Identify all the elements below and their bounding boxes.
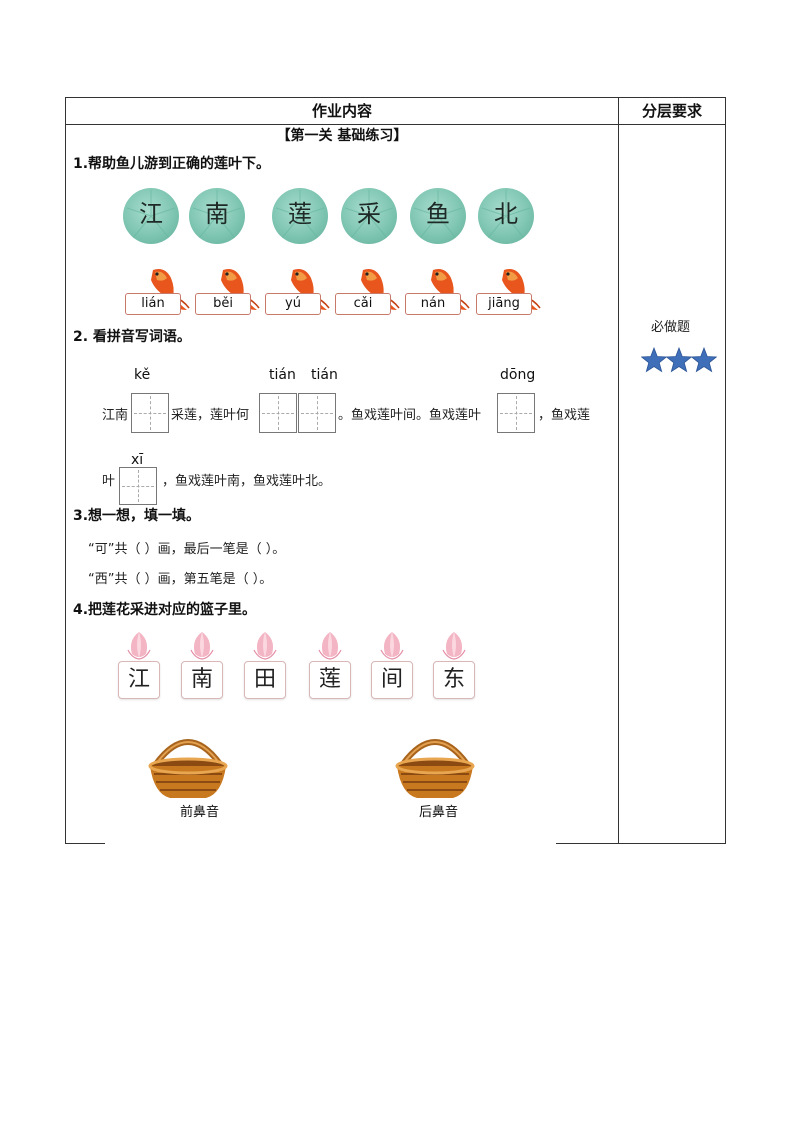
header-content: 作业内容 xyxy=(311,102,372,120)
leaf-character: 南 xyxy=(205,200,229,228)
lotus-leaf[interactable]: 北 xyxy=(478,188,534,244)
writing-box-tian-2[interactable] xyxy=(298,393,336,433)
leaf-vein-icon xyxy=(413,190,463,239)
basket-icon-front[interactable] xyxy=(146,726,230,802)
lotus-bud-icon xyxy=(380,632,404,660)
question-3-line-1: “可”共（ ）画，最后一笔是（ ）。 xyxy=(88,542,286,557)
leaf-character: 莲 xyxy=(288,200,312,228)
lotus-bud-icon xyxy=(190,632,214,660)
lotus-flower-card[interactable]: 东 xyxy=(433,661,475,699)
header-bottom-border xyxy=(65,124,726,125)
pinyin-tian-2: tián xyxy=(311,367,338,383)
pinyin-xi: xī xyxy=(131,452,144,468)
question-1-title: 1.帮助鱼儿游到正确的莲叶下。 xyxy=(73,156,271,172)
lotus-bud-icon xyxy=(127,632,151,660)
leaf-vein-icon xyxy=(192,190,242,239)
requirement-label: 必做题 xyxy=(651,320,691,335)
poem-text-3: 。鱼戏莲叶间。鱼戏莲叶 xyxy=(338,408,482,423)
table-top-border xyxy=(65,97,726,98)
table-bottom-border-right xyxy=(556,843,726,844)
star-icon xyxy=(690,346,717,373)
leaf-vein-icon xyxy=(481,190,531,239)
table-left-border xyxy=(65,97,66,844)
star-icon xyxy=(641,346,668,373)
basket-label-back: 后鼻音 xyxy=(419,805,459,820)
star-icon xyxy=(665,346,693,373)
pinyin-ke: kě xyxy=(134,367,151,383)
poem-text-6: ，鱼戏莲叶南，鱼戏莲叶北。 xyxy=(162,474,332,489)
lotus-bud-icon xyxy=(442,632,466,660)
writing-box-ke[interactable] xyxy=(131,393,169,433)
lotus-leaf[interactable]: 江 xyxy=(123,188,179,244)
section-title: 【第一关 基础练习】 xyxy=(276,128,408,144)
leaf-vein-icon xyxy=(126,190,176,239)
lotus-flower-card[interactable]: 南 xyxy=(181,661,223,699)
basket-label-front: 前鼻音 xyxy=(180,805,220,820)
poem-text-5: 叶 xyxy=(102,474,116,489)
pinyin-tag: běi xyxy=(195,293,251,315)
leaf-character: 采 xyxy=(357,200,381,228)
question-3-line-2: “西”共（ ）画，第五笔是（ ）。 xyxy=(88,572,273,587)
lotus-leaf[interactable]: 鱼 xyxy=(410,188,466,244)
leaf-character: 江 xyxy=(139,200,163,228)
leaf-vein-icon xyxy=(344,190,394,239)
header-requirement: 分层要求 xyxy=(641,102,702,120)
pinyin-tag: cǎi xyxy=(335,293,391,315)
poem-text-1: 江南 xyxy=(102,408,129,423)
lotus-flower-card[interactable]: 江 xyxy=(118,661,160,699)
writing-box-tian-1[interactable] xyxy=(259,393,297,433)
rating-stars xyxy=(641,346,717,373)
poem-text-2: 采莲，莲叶何 xyxy=(171,408,250,423)
pinyin-tian-1: tián xyxy=(269,367,296,383)
leaf-vein-icon xyxy=(275,190,325,239)
question-3-title: 3.想一想，填一填。 xyxy=(73,508,201,524)
lotus-leaf[interactable]: 南 xyxy=(189,188,245,244)
lotus-flower-card[interactable]: 莲 xyxy=(309,661,351,699)
lotus-bud-icon xyxy=(318,632,342,660)
pinyin-dong: dōng xyxy=(500,367,536,383)
leaf-character: 北 xyxy=(494,200,518,228)
lotus-leaf[interactable]: 采 xyxy=(341,188,397,244)
pinyin-tag: nán xyxy=(405,293,461,315)
poem-text-4: ，鱼戏莲 xyxy=(538,408,591,423)
pinyin-tag: jiāng xyxy=(476,293,532,315)
goldfish-icon[interactable] xyxy=(145,264,193,312)
basket-icon-back[interactable] xyxy=(393,726,477,802)
lotus-flower-card[interactable]: 间 xyxy=(371,661,413,699)
leaf-character: 鱼 xyxy=(426,200,450,228)
lotus-flower-card[interactable]: 田 xyxy=(244,661,286,699)
question-2-title: 2. 看拼音写词语。 xyxy=(73,329,191,345)
column-divider xyxy=(618,97,619,844)
lotus-bud-icon xyxy=(253,632,277,660)
pinyin-tag: lián xyxy=(125,293,181,315)
pinyin-tag: yú xyxy=(265,293,321,315)
writing-box-dong[interactable] xyxy=(497,393,535,433)
lotus-leaf[interactable]: 莲 xyxy=(272,188,328,244)
table-right-border xyxy=(725,97,726,844)
question-4-title: 4.把莲花采进对应的篮子里。 xyxy=(73,602,257,618)
table-bottom-border-left xyxy=(65,843,105,844)
writing-box-xi[interactable] xyxy=(119,467,157,505)
